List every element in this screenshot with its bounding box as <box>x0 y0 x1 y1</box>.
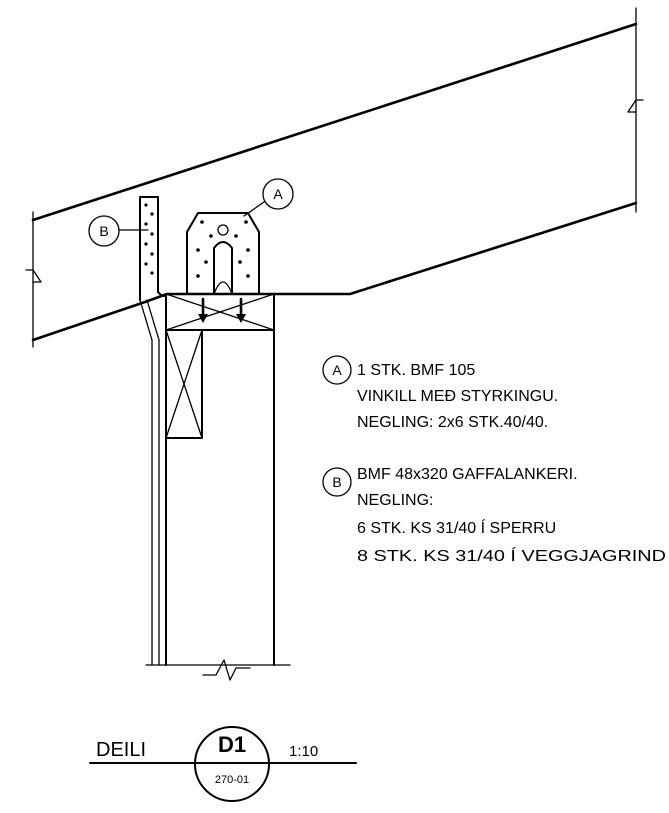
callout-b-leader: B <box>88 215 149 247</box>
side-batten-cross-2 <box>165 329 203 439</box>
legend-bubble-a-tag: A <box>332 362 342 378</box>
callout-bubble-a <box>262 178 294 210</box>
note-b-line-1: BMF 48x320 GAFFALANKERI. <box>357 466 578 483</box>
angle-bracket-stiffener <box>213 281 233 295</box>
note-a-line-2: VINKILL MEÐ STYRKINGU. <box>357 388 558 405</box>
nail-hole <box>234 234 238 238</box>
detail-title-block: DEILI D1 270-01 1:10 <box>89 726 357 802</box>
nail-left-head <box>198 314 208 323</box>
top-plate-cross-2 <box>165 293 275 331</box>
cladding-top-inner <box>146 299 160 341</box>
nail-hole <box>144 262 148 266</box>
nail-hole <box>196 274 200 278</box>
legend-note-a: A 1 STK. BMF 105 VINKILL MEÐ STYRKINGU. … <box>322 355 558 431</box>
leader-line-a <box>243 201 265 217</box>
detail-label: DEILI <box>96 739 146 761</box>
nail-hole <box>150 271 154 275</box>
nail-hole <box>204 260 208 264</box>
rafter-top-edge <box>31 22 638 222</box>
cladding-top-outer <box>139 299 153 341</box>
nail-hole <box>150 252 154 256</box>
angle-bracket-outline <box>186 212 260 295</box>
legend-bubble-a <box>322 355 352 385</box>
callout-bubble-a-tag: A <box>273 186 283 202</box>
callout-bubble-b-tag: B <box>99 223 108 239</box>
fork-anchor-plate <box>139 196 167 297</box>
rafter <box>25 7 644 348</box>
angle-bracket-bolt-hole <box>217 224 229 236</box>
legend-note-b: B BMF 48x320 GAFFALANKERI. NEGLING: 6 ST… <box>322 466 666 565</box>
nail-right-head <box>236 314 246 323</box>
rafter-break-mark-left <box>25 269 42 283</box>
nail-hole <box>144 203 148 207</box>
detail-scale: 1:10 <box>289 743 318 760</box>
nail-hole <box>150 212 154 216</box>
wall-break-mark <box>202 659 251 681</box>
nail-hole <box>238 260 242 264</box>
wall-frame <box>145 293 291 681</box>
angle-bracket-slot <box>213 241 233 295</box>
wall-cladding <box>139 299 160 666</box>
nail-hole <box>144 242 148 246</box>
callout-bubble-b <box>88 215 120 247</box>
legend-bubble-b <box>322 467 352 497</box>
detail-sheet-ref: 270-01 <box>215 774 249 786</box>
note-b-line-3: 6 STK. KS 31/40 Í SPERRU <box>357 518 556 537</box>
note-a-line-1: 1 STK. BMF 105 <box>357 362 475 379</box>
fork-anchor-b <box>139 196 167 301</box>
note-b-line-2: NEGLING: <box>357 492 433 509</box>
nail-hole <box>200 220 204 224</box>
detail-number: D1 <box>218 732 246 757</box>
legend-bubble-b-tag: B <box>332 474 341 490</box>
side-batten <box>165 329 203 439</box>
angle-bracket-nail-holes <box>196 220 250 278</box>
note-a-line-3: NEGLING: 2x6 STK.40/40. <box>357 414 548 431</box>
nail-hole <box>144 222 148 226</box>
angle-bracket-a <box>186 212 260 323</box>
nail-hole <box>246 248 250 252</box>
nail-hole <box>244 220 248 224</box>
nail-hole <box>150 232 154 236</box>
callout-a-leader: A <box>243 178 294 217</box>
fork-anchor-holes <box>144 203 154 275</box>
nail-hole <box>246 274 250 278</box>
rafter-break-mark-right <box>627 99 644 113</box>
nail-hole <box>196 248 200 252</box>
note-b-line-4: 8 STK. KS 31/40 Í VEGGJAGRIND <box>357 546 666 565</box>
detail-bubble <box>194 726 270 802</box>
top-plate <box>165 293 275 331</box>
rafter-bottom-edge <box>31 201 638 342</box>
nail-hole <box>209 234 213 238</box>
